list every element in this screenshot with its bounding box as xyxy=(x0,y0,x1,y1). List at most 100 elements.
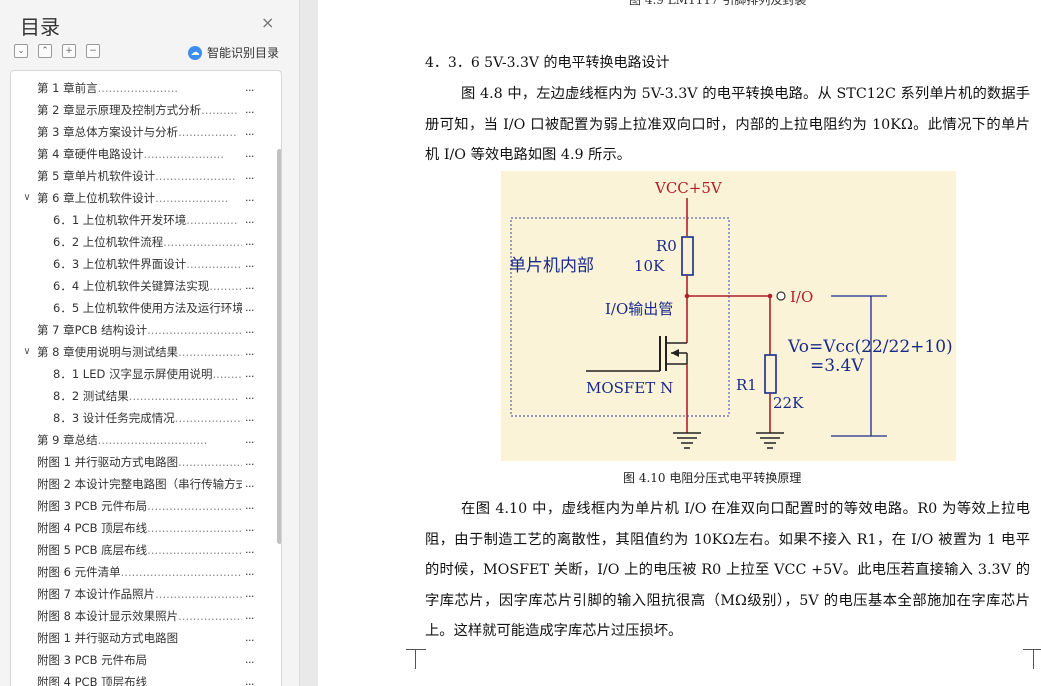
mosfet-label: MOSFET N xyxy=(586,379,673,397)
toc-item-text: 附图 7 本设计作品照片............................… xyxy=(37,583,242,605)
toc-item[interactable]: ∨第 8 章使用说明与测试结果....................... xyxy=(11,341,269,363)
toc-item-label: 附图 4 PCB 顶层布线 xyxy=(37,521,148,535)
toc-item[interactable]: ∨第 6 章上位机软件设计....................... xyxy=(11,187,269,209)
toc-item[interactable]: 6．5 上位机软件使用方法及运行环境... xyxy=(11,297,269,319)
page-corner-mark-left-h xyxy=(406,649,426,650)
toc-item[interactable]: 8．3 设计任务完成情况......................... xyxy=(11,407,269,429)
toc-item-label: 附图 7 本设计作品照片 xyxy=(37,587,156,601)
toc-item-page-dots: ... xyxy=(245,587,255,600)
toc-item-page-dots: ... xyxy=(245,565,255,578)
toc-item-text: 8．2 测试结果.............................. xyxy=(53,385,242,407)
toc-item[interactable]: 6．3 上位机软件界面设计.................... xyxy=(11,253,269,275)
toc-list-container: 第 1 章前言.........................第 2 章显示原… xyxy=(10,70,282,686)
toc-item-label: 第 4 章硬件电路设计 xyxy=(37,147,144,161)
toc-item[interactable]: 第 3 章总体方案设计与分析................... xyxy=(11,121,269,143)
toc-item-text: 第 9 章总结.............................. xyxy=(37,429,242,451)
toc-item-page-dots: ... xyxy=(245,675,255,686)
r1-label: R1 xyxy=(736,376,757,394)
toc-item[interactable]: 附图 6 元件清单...............................… xyxy=(11,561,269,583)
toc-item[interactable]: 6．4 上位机软件关键算法实现............. xyxy=(11,275,269,297)
toc-item-text: 附图 6 元件清单...............................… xyxy=(37,561,242,583)
circuit-figure: VCC+5V R0 10K 单片机内部 I/O输出管 I/O MOSFET N … xyxy=(501,171,956,461)
expand-all-icon[interactable]: ⌃ xyxy=(38,44,52,58)
toc-item-label: 6．3 上位机软件界面设计 xyxy=(53,257,187,271)
r1-value: 22K xyxy=(773,394,804,412)
formula-line-1: Vo=Vcc(22/22+10) xyxy=(787,337,953,357)
io-terminal xyxy=(776,291,786,301)
toc-item-label: 第 9 章总结 xyxy=(37,433,98,447)
toc-item-text: 6．2 上位机软件流程...................... xyxy=(53,231,242,253)
toc-item-leader: .................... xyxy=(155,191,229,205)
toc-item[interactable]: 第 9 章总结................................. xyxy=(11,429,269,451)
toc-item-text: 第 3 章总体方案设计与分析................ xyxy=(37,121,242,143)
toc-item-label: 附图 3 PCB 元件布局 xyxy=(37,499,148,513)
toc-item-page-dots: ... xyxy=(245,147,255,160)
toc-item[interactable]: 第 7 章PCB 结构设计...........................… xyxy=(11,319,269,341)
toc-item-page-dots: ... xyxy=(245,213,255,226)
toc-item[interactable]: 第 2 章显示原理及控制方式分析............. xyxy=(11,99,269,121)
toc-item[interactable]: 附图 4 PCB 顶层布线...........................… xyxy=(11,517,269,539)
toc-item-page-dots: ... xyxy=(245,279,255,292)
formula-line-2: =3.4V xyxy=(810,356,864,376)
toc-item[interactable]: 第 1 章前言......................... xyxy=(11,77,269,99)
toc-item[interactable]: 第 4 章硬件电路设计......................... xyxy=(11,143,269,165)
toc-item[interactable]: 附图 7 本设计作品照片............................… xyxy=(11,583,269,605)
toc-item[interactable]: 附图 1 并行驱动方式电路图..................... xyxy=(11,451,269,473)
smart-toc-button[interactable]: ☁ 智能识别目录 xyxy=(188,44,279,61)
toc-item-leader: ................. xyxy=(186,257,242,271)
toc-item-text: 附图 4 PCB 顶层布线...........................… xyxy=(37,517,242,539)
mcu-dashed-box xyxy=(510,217,730,417)
toc-item-leader: ...................... xyxy=(143,147,225,161)
paragraph-2: 在图 4.10 中，虚线框内为单片机 I/O 在准双向口配置时的等效电路。R0 … xyxy=(425,501,1030,639)
toc-item-text: 第 7 章PCB 结构设计...........................… xyxy=(37,319,242,341)
add-heading-icon[interactable]: + xyxy=(62,44,76,58)
toc-item[interactable]: 第 5 章单片机软件设计......................... xyxy=(11,165,269,187)
toc-item-page-dots: ... xyxy=(245,455,255,468)
page-corner-mark-left xyxy=(415,649,426,669)
toc-item-label: 第 6 章上位机软件设计 xyxy=(37,191,156,205)
document-page: 图 4.9 LM1117 引脚排列及封装 4．3．6 5V-3.3V 的电平转换… xyxy=(318,0,1041,686)
toc-item-leader: ................ xyxy=(178,125,237,139)
mcu-inside-label: 单片机内部 xyxy=(509,256,594,276)
toc-item-label: 6．4 上位机软件关键算法实现 xyxy=(53,279,210,293)
toc-item-label: 6．2 上位机软件流程 xyxy=(53,235,164,249)
page-corner-mark-right-h xyxy=(1023,649,1041,650)
chevron-down-icon[interactable]: ∨ xyxy=(23,192,31,203)
toc-item[interactable]: 附图 4 PCB 顶层布线... xyxy=(11,671,269,686)
toc-item-leader: ............................... xyxy=(155,587,242,601)
toc-item[interactable]: 附图 3 PCB 元件布局...........................… xyxy=(11,495,269,517)
toc-item-label: 附图 2 本设计完整电路图（串行传输方式） xyxy=(37,477,242,491)
toc-item[interactable]: 8．2 测试结果................................… xyxy=(11,385,269,407)
collapse-all-icon[interactable]: ⌄ xyxy=(14,44,28,58)
figure-caption: 图 4.10 电阻分压式电平转换原理 xyxy=(623,471,802,485)
toc-item-text: 8．1 LED 汉字显示屏使用说明........ xyxy=(53,363,242,385)
toc-item-leader: ...................... xyxy=(174,411,242,425)
toc-item-label: 第 7 章PCB 结构设计 xyxy=(37,323,148,337)
chevron-down-icon[interactable]: ∨ xyxy=(23,346,31,357)
toc-item[interactable]: 6．1 上位机软件开发环境................. xyxy=(11,209,269,231)
toc-item-text: 6．5 上位机软件使用方法及运行环境 xyxy=(53,297,242,319)
section-heading: 4．3．6 5V-3.3V 的电平转换电路设计 xyxy=(425,55,670,71)
toc-item[interactable]: 6．2 上位机软件流程......................... xyxy=(11,231,269,253)
toc-item[interactable]: 附图 8 本设计显示效果照片..................... xyxy=(11,605,269,627)
toc-item-page-dots: ... xyxy=(245,367,255,380)
r0-value: 10K xyxy=(634,257,665,275)
r0-label: R0 xyxy=(656,237,677,255)
remove-heading-icon[interactable]: − xyxy=(86,44,100,58)
toc-item[interactable]: 附图 1 并行驱动方式电路图... xyxy=(11,627,269,649)
toc-item[interactable]: 附图 5 PCB 底层布线...........................… xyxy=(11,539,269,561)
toc-item-leader: ...................................... xyxy=(120,565,242,579)
toc-item-text: 附图 1 并行驱动方式电路图.................. xyxy=(37,451,242,473)
toc-item-leader: .............................. xyxy=(128,389,239,403)
smart-toc-label: 智能识别目录 xyxy=(207,46,280,60)
toc-item-page-dots: ... xyxy=(245,411,255,424)
close-icon[interactable]: × xyxy=(261,13,275,32)
paragraph-1: 图 4.8 中，左边虚线框内为 5V-3.3V 的电平转换电路。从 STC12C… xyxy=(425,86,1030,163)
toc-list: 第 1 章前言.........................第 2 章显示原… xyxy=(11,77,269,686)
toc-item[interactable]: 8．1 LED 汉字显示屏使用说明........... xyxy=(11,363,269,385)
toc-item-text: 第 4 章硬件电路设计...................... xyxy=(37,143,242,165)
toc-item[interactable]: 附图 2 本设计完整电路图（串行传输方式）... xyxy=(11,473,269,495)
toc-scrollbar[interactable] xyxy=(277,149,281,544)
toc-item-leader: .......... xyxy=(201,103,238,117)
toc-item[interactable]: 附图 3 PCB 元件布局... xyxy=(11,649,269,671)
